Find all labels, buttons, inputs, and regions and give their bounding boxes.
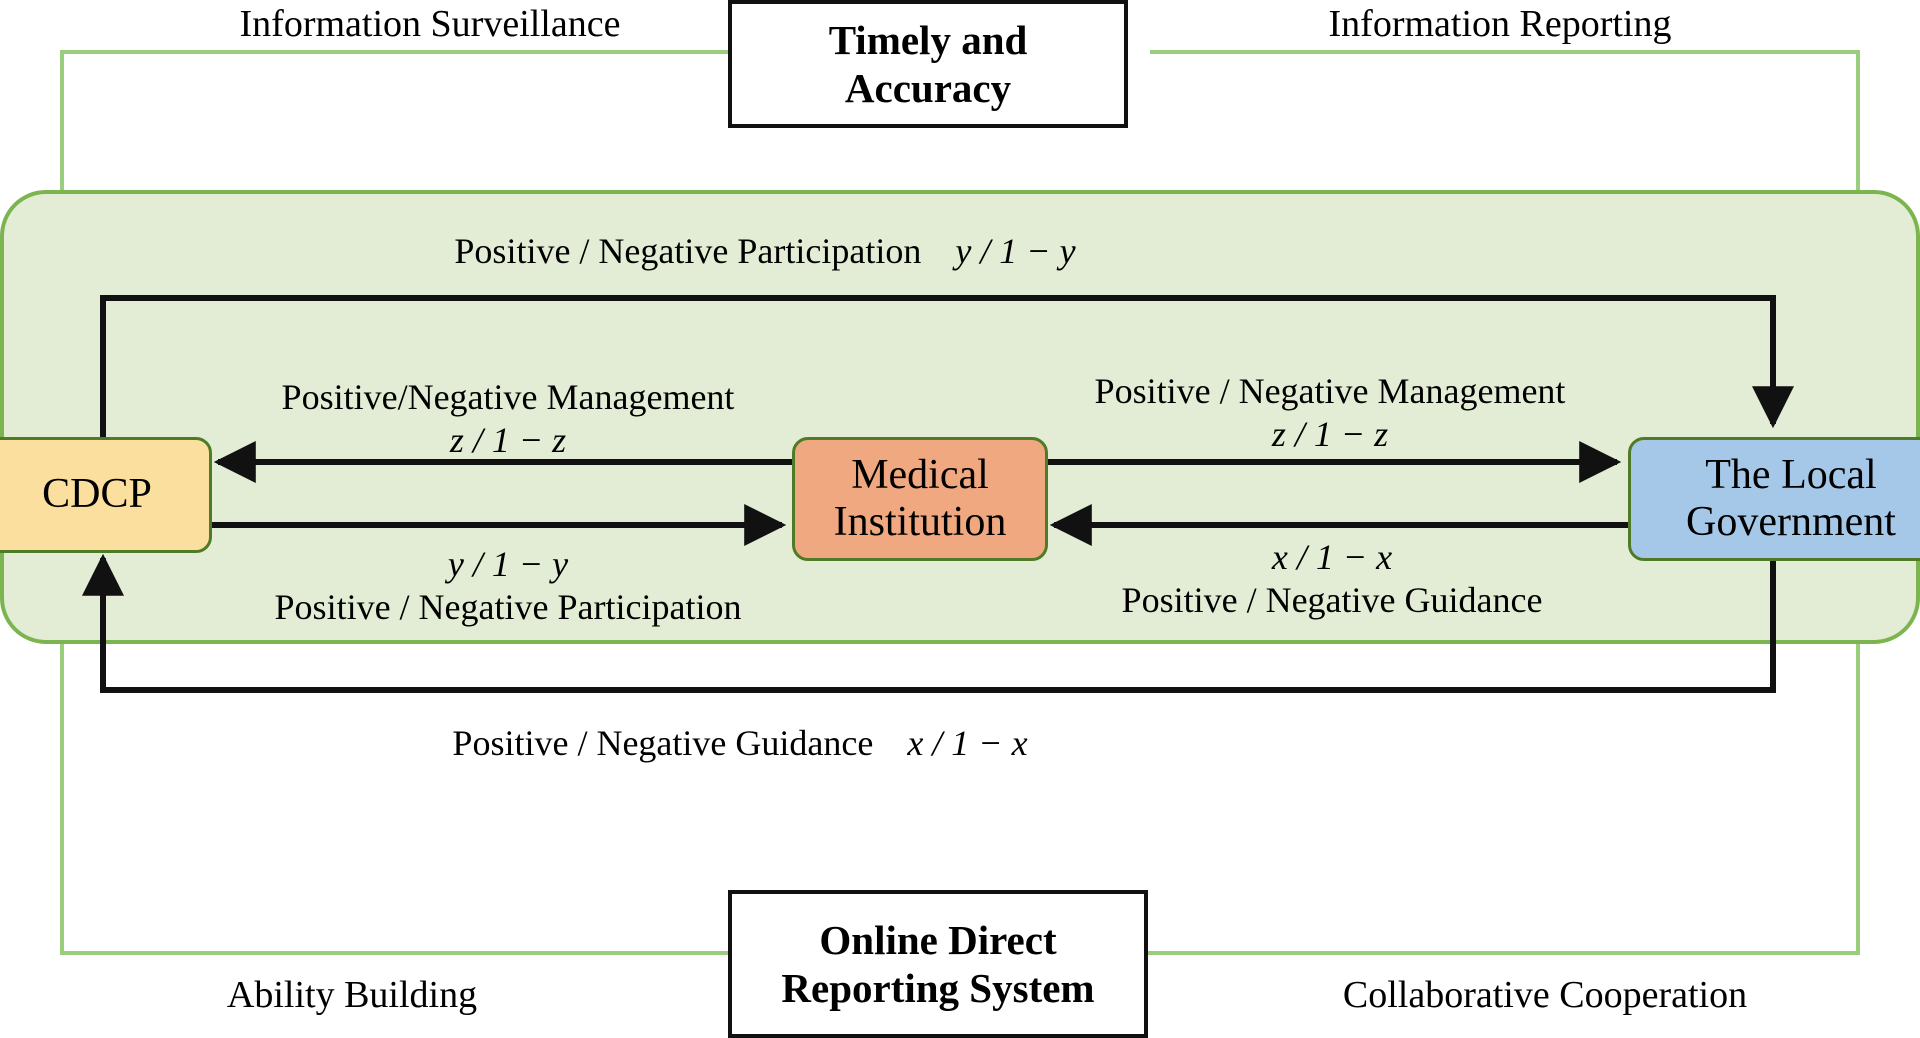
edge-label-cdcp-to-medical: y / 1 − y Positive / Negative Participat… (275, 545, 742, 627)
panel-bottom-band-math: x / 1 − x (907, 723, 1028, 763)
outer-label-collaborative-cooperation: Collaborative Cooperation (1342, 974, 1748, 1016)
edge-label-government-to-medical-text: Positive / Negative Guidance (1121, 579, 1543, 620)
node-cdcp-label: CDCP (42, 471, 152, 518)
node-medical-institution[interactable]: Medical Institution (792, 437, 1048, 561)
timely-and-accuracy-line1: Timely and (828, 16, 1028, 63)
arrow-cdcp-to-government (100, 295, 1794, 437)
panel-top-band-text: Positive / Negative Participation (454, 231, 922, 271)
online-direct-reporting-line2: Reporting System (781, 965, 1095, 1011)
edge-label-medical-to-cdcp-text: Positive/Negative Management (281, 377, 735, 417)
timely-and-accuracy-line2: Accuracy (844, 65, 1012, 111)
collaboration-panel (0, 190, 1920, 644)
edge-label-government-to-medical: x / 1 − x Positive / Negative Guidance (1122, 538, 1543, 620)
arrow-government-to-cdcp (82, 553, 1776, 693)
node-medical-institution-line2: Institution (833, 499, 1007, 545)
node-the-local-government-line2: Government (1686, 499, 1896, 545)
node-the-local-government-line1: The Local (1705, 451, 1877, 498)
panel-top-band-label: Positive / Negative Participation y / 1 … (454, 232, 1075, 271)
edge-label-medical-to-government-math: z / 1 − z (1271, 413, 1389, 454)
outer-label-information-surveillance: Information Surveillance (239, 3, 621, 45)
edge-label-medical-to-cdcp-math: z / 1 − z (449, 419, 567, 460)
node-cdcp[interactable]: CDCP (0, 437, 212, 553)
edge-label-cdcp-to-medical-math: y / 1 − y (447, 544, 569, 584)
edge-label-medical-to-cdcp: Positive/Negative Management z / 1 − z (282, 378, 735, 460)
edge-label-cdcp-to-medical-text: Positive / Negative Participation (274, 586, 742, 627)
online-direct-reporting-line1: Online Direct (819, 916, 1057, 963)
timely-and-accuracy-box: Timely and Accuracy (728, 0, 1128, 128)
panel-bottom-band-text: Positive / Negative Guidance (452, 723, 874, 763)
outer-label-information-reporting: Information Reporting (1328, 3, 1672, 45)
edge-label-medical-to-government: Positive / Negative Management z / 1 − z (1095, 372, 1566, 454)
outer-label-ability-building: Ability Building (226, 974, 478, 1016)
node-the-local-government[interactable]: The Local Government (1628, 437, 1920, 561)
edge-label-medical-to-government-text: Positive / Negative Management (1094, 371, 1566, 411)
node-medical-institution-line1: Medical (851, 451, 989, 498)
online-direct-reporting-system-box: Online Direct Reporting System (728, 890, 1148, 1038)
panel-bottom-band-label: Positive / Negative Guidance x / 1 − x (452, 724, 1027, 763)
panel-top-band-math: y / 1 − y (955, 231, 1076, 271)
edge-label-government-to-medical-math: x / 1 − x (1271, 537, 1393, 577)
